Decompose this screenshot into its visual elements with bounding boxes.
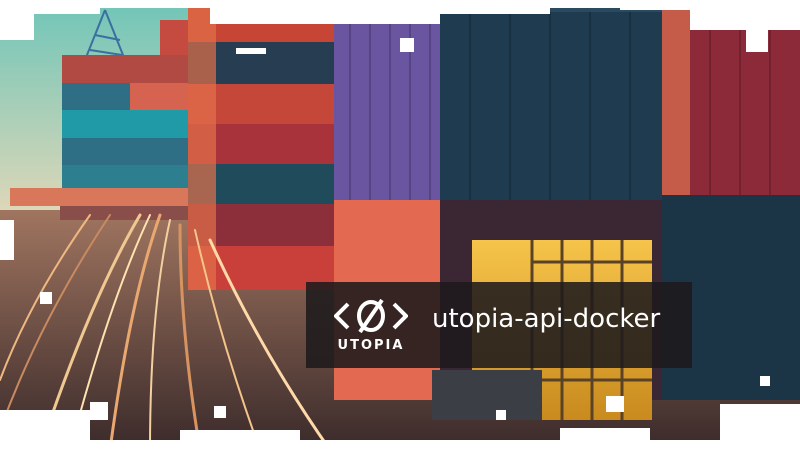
logo-wordmark: UTOPIA <box>337 338 405 353</box>
slashed-zero-brackets-icon <box>334 298 408 334</box>
project-banner: UTOPIA utopia-api-docker <box>306 282 692 368</box>
project-title: utopia-api-docker <box>432 304 661 334</box>
utopia-logo: UTOPIA <box>326 294 416 356</box>
